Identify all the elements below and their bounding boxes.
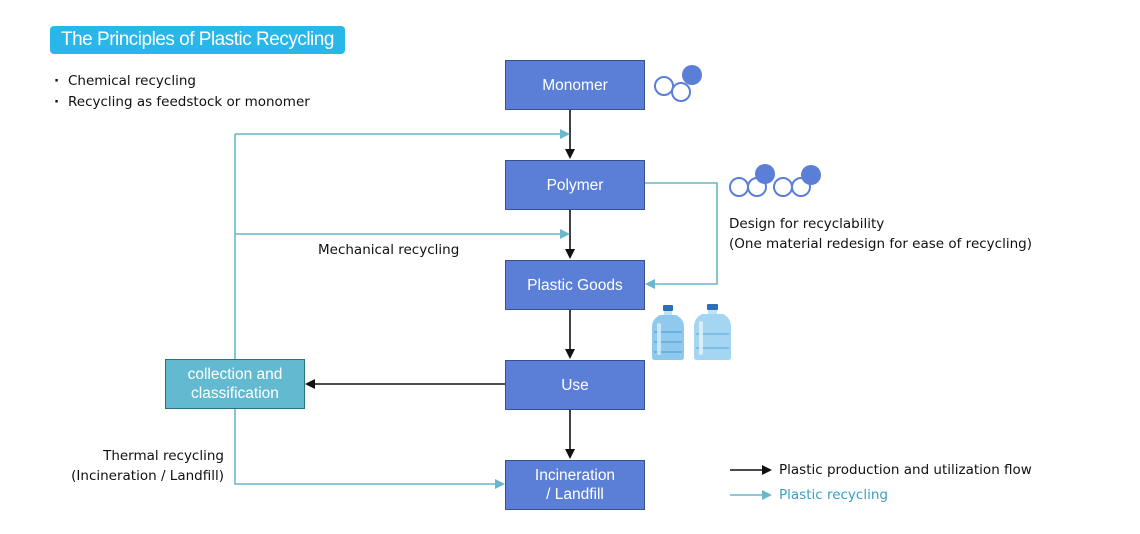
node-monomer: Monomer: [505, 60, 645, 110]
large-bottle-icon: [694, 304, 731, 360]
legend-production-label: Plastic production and utilization flow: [779, 462, 1032, 478]
node-collection-line1: collection and: [187, 366, 283, 383]
node-monomer-label: Monomer: [542, 76, 608, 94]
node-collection: collection and classification: [165, 359, 305, 409]
molecule-monomer-icon: [654, 65, 702, 102]
bullet-item-feedstock: Recycling as feedstock or monomer: [54, 92, 310, 113]
node-plastic-goods: Plastic Goods: [505, 260, 645, 310]
plastic-bottle-icon: [652, 304, 731, 360]
page-title: The Principles of Plastic Recycling: [50, 26, 345, 54]
node-use-label: Use: [561, 376, 589, 394]
bullet-list: Chemical recycling Recycling as feedstoc…: [54, 71, 310, 113]
label-thermal-recycling: Thermal recycling (Incineration / Landfi…: [71, 446, 224, 486]
node-incineration-line2: / Landfill: [546, 486, 604, 503]
small-bottle-icon: [652, 305, 684, 360]
bullet-item-chemical: Chemical recycling: [54, 71, 310, 92]
label-design-line2: (One material redesign for ease of recyc…: [729, 236, 1032, 252]
legend-recycling-label: Plastic recycling: [779, 487, 888, 503]
label-design-line1: Design for recyclability: [729, 216, 885, 232]
legend-production: Plastic production and utilization flow: [779, 460, 1032, 480]
label-thermal-line1: Thermal recycling: [103, 448, 224, 464]
legend-recycling: Plastic recycling: [779, 485, 888, 505]
recycle-design-arrow: [645, 182, 718, 289]
node-plastic-goods-label: Plastic Goods: [527, 276, 623, 294]
node-polymer-label: Polymer: [546, 176, 604, 194]
node-polymer: Polymer: [505, 160, 645, 210]
node-incineration-line1: Incineration: [534, 467, 616, 484]
node-collection-line2: classification: [191, 385, 279, 402]
label-mechanical-recycling: Mechanical recycling: [318, 242, 460, 258]
label-design-recyclability: Design for recyclability (One material r…: [729, 214, 1032, 254]
label-thermal-line2: (Incineration / Landfill): [71, 468, 224, 484]
recycle-thermal-arrow: [234, 409, 505, 489]
molecule-polymer-icon: [729, 164, 821, 197]
node-use: Use: [505, 360, 645, 410]
node-incineration: Incineration / Landfill: [505, 460, 645, 510]
